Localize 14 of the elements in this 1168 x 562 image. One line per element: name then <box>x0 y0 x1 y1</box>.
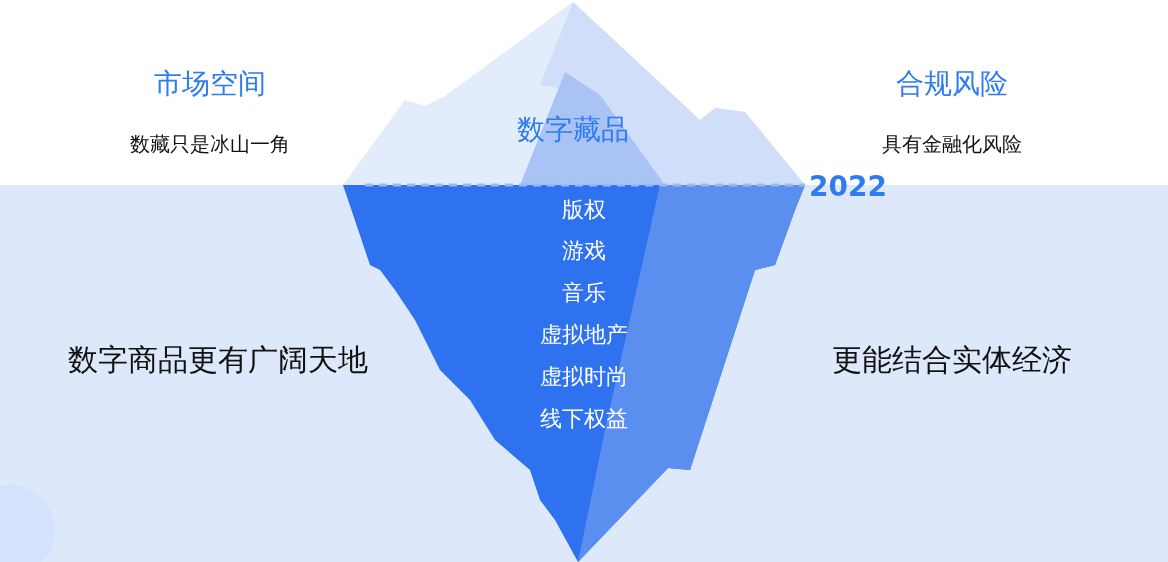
caption-text: 具有金融化风险 <box>882 132 1022 156</box>
section-heading: 合规风险 <box>896 67 1008 101</box>
category-item: 虚拟时尚 <box>540 363 628 391</box>
year-label: 2022 <box>809 170 887 204</box>
category-item: 版权 <box>562 196 606 224</box>
statement-text: 更能结合实体经济 <box>832 342 1072 378</box>
category-item: 线下权益 <box>540 405 628 433</box>
section-heading: 数字藏品 <box>517 113 629 147</box>
category-item: 虚拟地产 <box>540 321 628 349</box>
statement-text: 数字商品更有广阔天地 <box>68 342 368 378</box>
caption-text: 数藏只是冰山一角 <box>130 132 290 156</box>
category-item: 音乐 <box>562 279 606 307</box>
category-item: 游戏 <box>562 237 606 265</box>
section-heading: 市场空间 <box>154 67 266 101</box>
